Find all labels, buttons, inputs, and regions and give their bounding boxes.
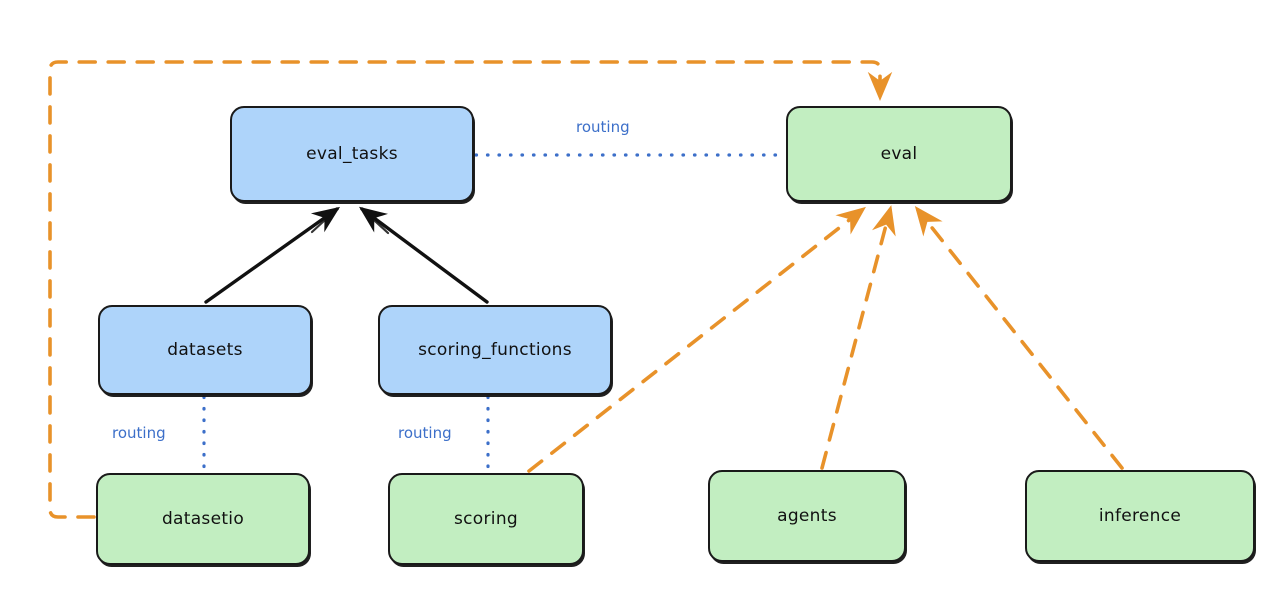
node-label-scoring-functions: scoring_functions xyxy=(418,340,572,360)
node-inference[interactable]: inference xyxy=(1025,470,1255,562)
edge-label-routing-eval-tasks-eval: routing xyxy=(576,118,630,136)
edge-label-routing-scoring-functions-scoring: routing xyxy=(398,424,452,442)
node-label-eval: eval xyxy=(880,144,918,164)
edge-agents-to-eval xyxy=(820,205,896,470)
node-datasetio[interactable]: datasetio xyxy=(96,473,310,565)
node-eval[interactable]: eval xyxy=(786,106,1012,202)
edge-inference-to-eval xyxy=(914,206,1124,470)
node-label-agents: agents xyxy=(777,506,837,526)
node-label-datasets: datasets xyxy=(167,340,243,360)
edge-label-routing-datasets-datasetio: routing xyxy=(112,424,166,442)
node-datasets[interactable]: datasets xyxy=(98,305,312,395)
edge-scoring-to-eval xyxy=(527,206,866,473)
node-scoring[interactable]: scoring xyxy=(388,473,584,565)
edge-scoring-functions-to-eval-tasks xyxy=(358,206,489,304)
node-label-inference: inference xyxy=(1098,506,1182,526)
node-agents[interactable]: agents xyxy=(708,470,906,562)
edge-datasetio-to-eval xyxy=(48,60,893,519)
node-label-datasetio: datasetio xyxy=(161,509,245,529)
edge-datasets-to-eval-tasks xyxy=(204,206,341,304)
node-scoring-functions[interactable]: scoring_functions xyxy=(378,305,612,395)
node-eval-tasks[interactable]: eval_tasks xyxy=(230,106,474,202)
node-label-scoring: scoring xyxy=(454,509,518,529)
node-label-eval-tasks: eval_tasks xyxy=(306,144,398,164)
